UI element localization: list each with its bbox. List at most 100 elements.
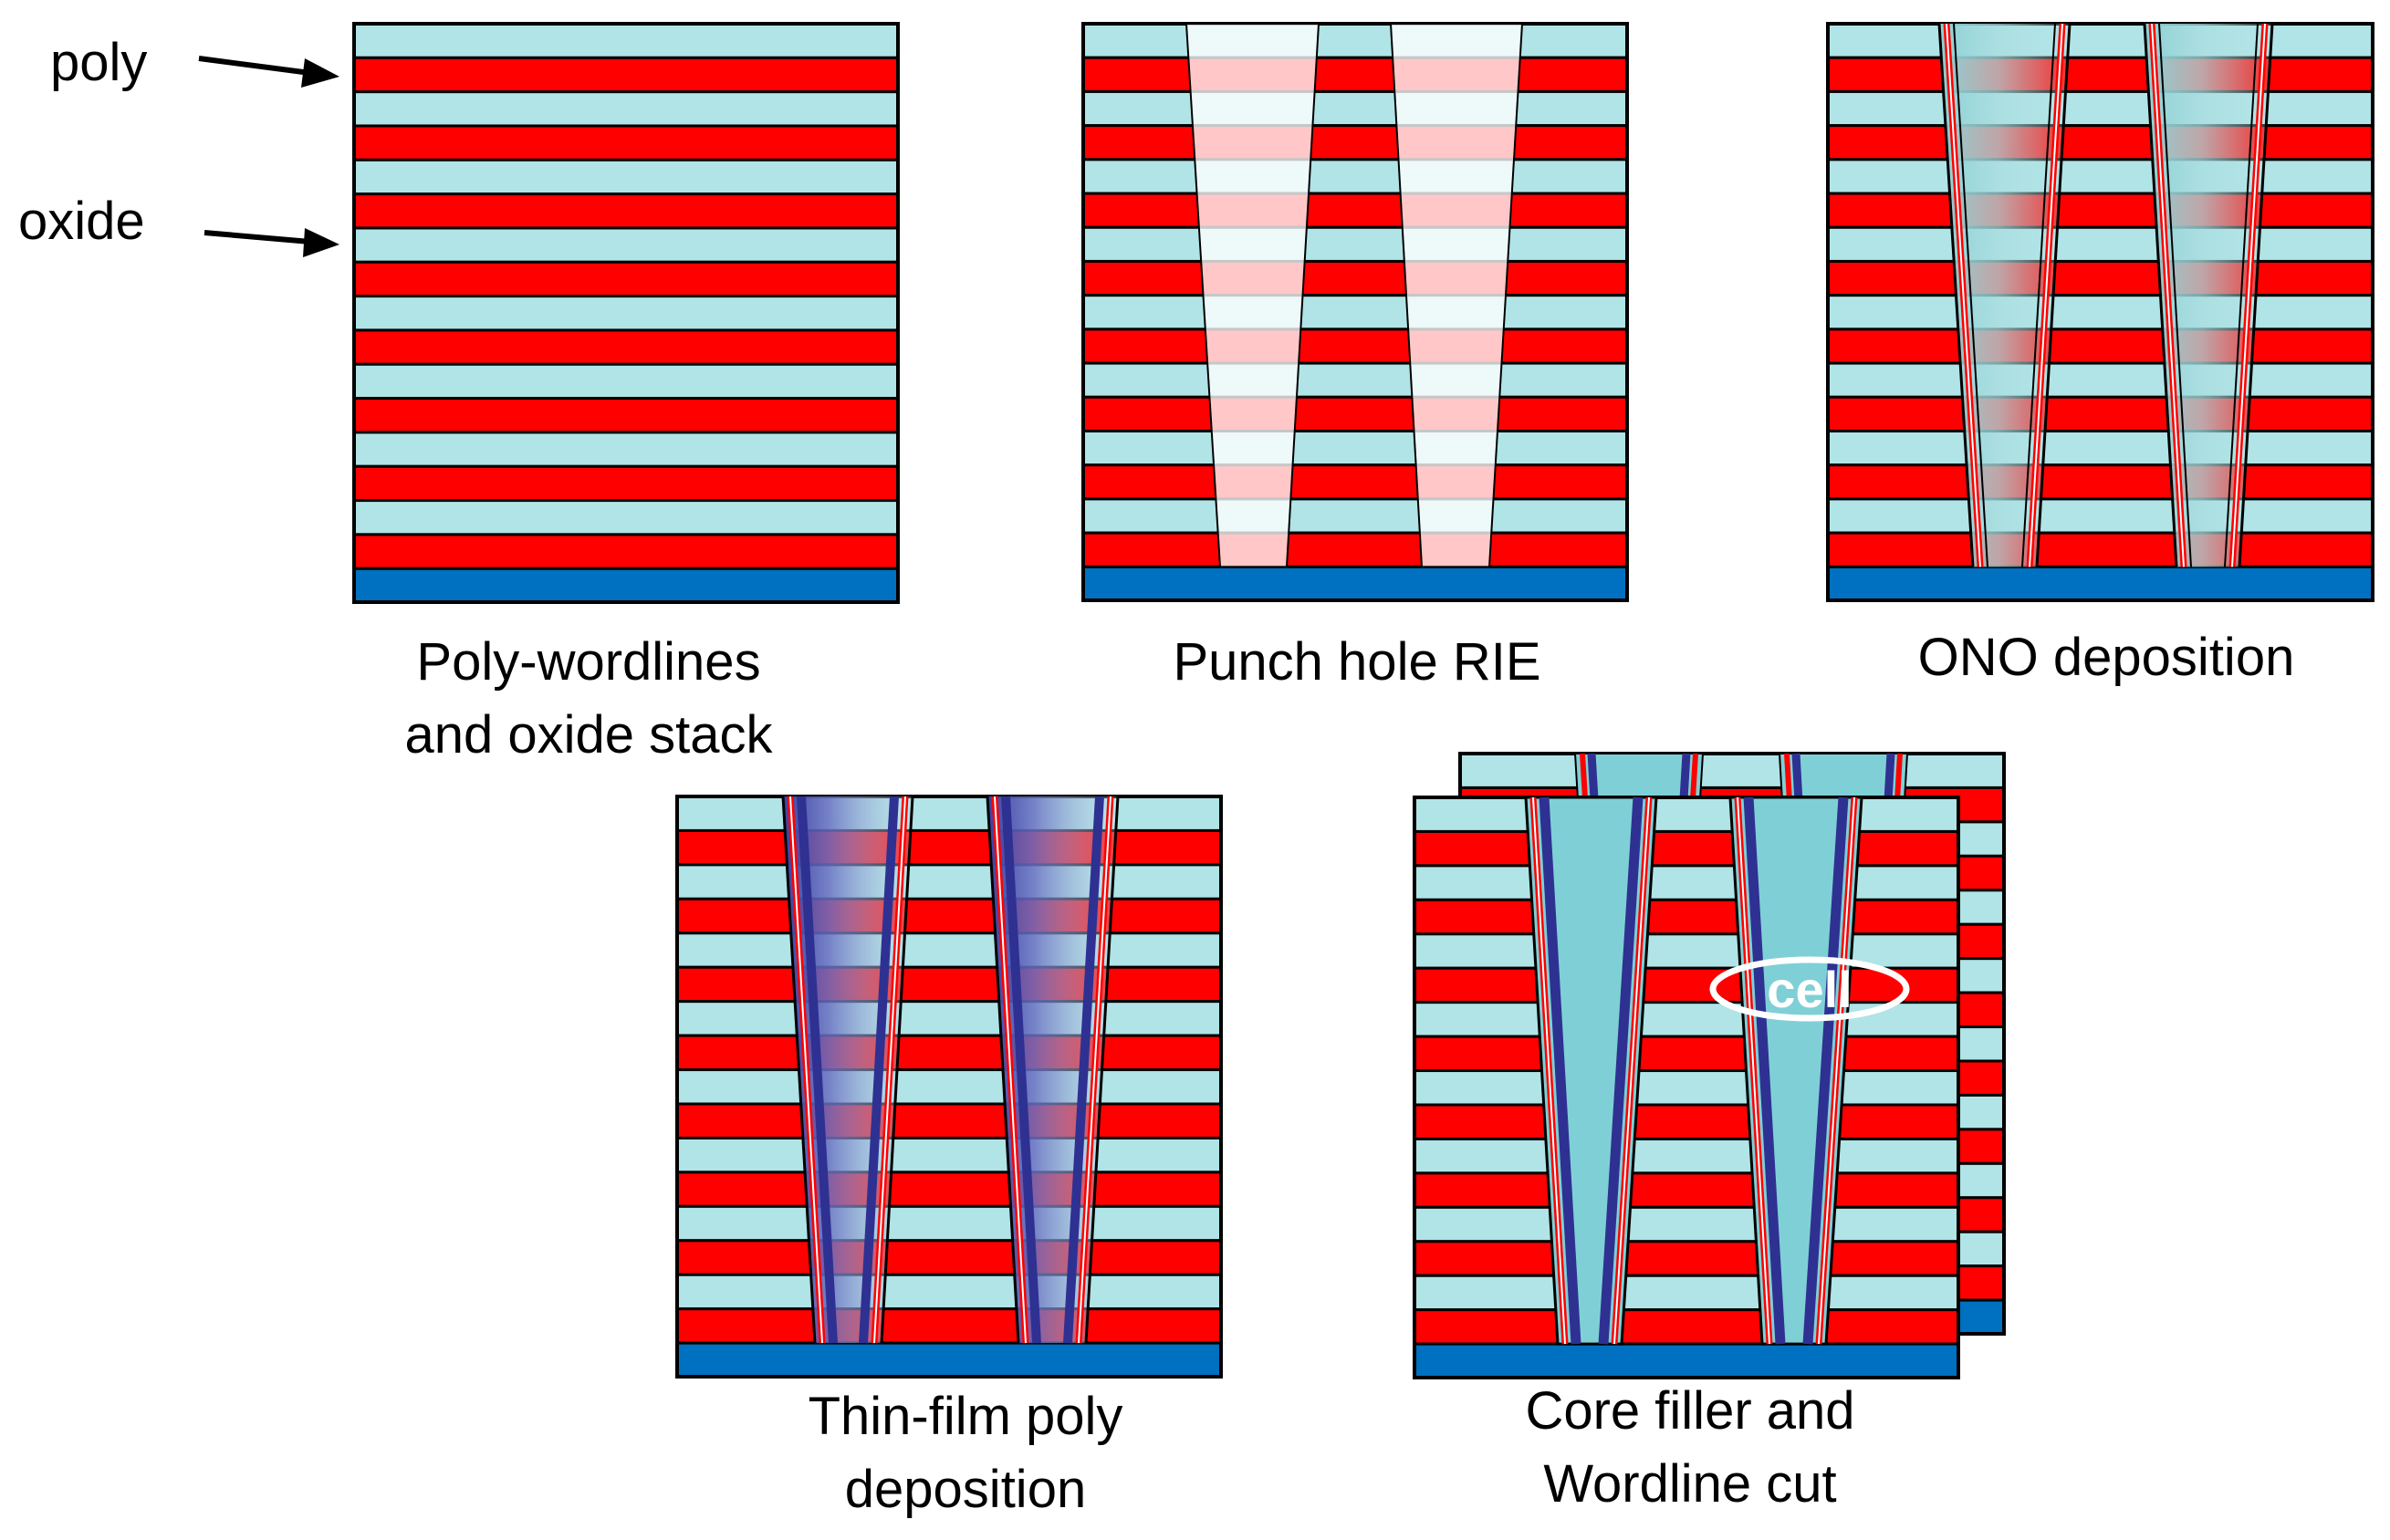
tfpoly-channel <box>797 796 838 1344</box>
ono-outline <box>1826 22 2374 602</box>
ono-poly-layer <box>1826 463 2374 501</box>
tfpoly-channel <box>1063 796 1104 1344</box>
caption-poly-line1: Thin-film poly <box>809 1387 1123 1446</box>
core-front-oxide-layer <box>1413 864 1960 901</box>
caption-poly-line2: deposition <box>845 1460 1086 1519</box>
ono-oxide-layer <box>1826 430 2374 467</box>
tfpoly-outline <box>675 795 1223 1379</box>
cell-callout: cell <box>1709 956 1910 1022</box>
ono-oxide-layer <box>1826 22 2374 59</box>
tfpoly-oxide-layer <box>675 1068 1223 1106</box>
tfpoly-poly-layer <box>675 1239 1223 1276</box>
core-front-poly-layer <box>1413 898 1960 936</box>
stack-oxide-layer <box>352 22 900 59</box>
cell-label: cell <box>1767 961 1852 1018</box>
tfpoly-wall <box>880 796 914 1344</box>
stack-poly-layer <box>352 397 900 434</box>
stack-poly-layer <box>352 533 900 570</box>
tfpoly-wall <box>1084 796 1120 1344</box>
caption-core-line1: Core filler and <box>1525 1381 1854 1441</box>
tfpoly-poly-layer <box>675 965 1223 1004</box>
ono-oxide-layer <box>1826 89 2374 128</box>
poly-label: poly <box>50 33 147 92</box>
panel-poly <box>675 795 1223 1379</box>
ono-poly-layer <box>1826 56 2374 93</box>
stack-poly-layer <box>352 328 900 366</box>
holes-poly-layer <box>1081 395 1629 433</box>
ono-inner-edge <box>1953 23 1988 567</box>
holes-oxide-layer <box>1081 430 1629 467</box>
ono-poly-layer <box>1826 328 2374 365</box>
ono-inner-edge <box>2224 23 2259 567</box>
stack-oxide-layer <box>352 431 900 468</box>
panels-layer <box>352 22 2374 1379</box>
oxide-arrow <box>204 228 339 257</box>
ono-liner-core <box>2231 23 2266 567</box>
stack-poly-layer <box>352 464 900 503</box>
tfpoly-oxide-layer <box>675 931 1223 969</box>
holes-poly-layer <box>1081 124 1629 161</box>
holes-poly-layer <box>1081 531 1629 568</box>
holes-poly-layer <box>1081 328 1629 365</box>
tfpoly-ono-core <box>994 796 1027 1344</box>
stack-oxide-layer <box>352 158 900 196</box>
holes-oxide-layer <box>1081 158 1629 195</box>
core-front-channel <box>1802 796 1849 1345</box>
core-front-oxide-layer <box>1413 1137 1960 1175</box>
tfpoly-poly-layer <box>675 1034 1223 1072</box>
cell-ring <box>1709 956 1910 1022</box>
ono-poly-layer <box>1826 124 2374 161</box>
stack-poly-layer <box>352 192 900 230</box>
ono-liner-core <box>2151 23 2185 567</box>
holes-oxide-layer <box>1081 497 1629 535</box>
ono-liner-core <box>1946 23 1981 567</box>
tfpoly-oxide-layer <box>675 1136 1223 1174</box>
tfpoly-poly-layer <box>675 828 1223 867</box>
holes-oxide-layer <box>1081 89 1629 128</box>
ono-poly-layer <box>1826 395 2374 433</box>
core-front-channel <box>1743 796 1786 1345</box>
holes-oxide-layer <box>1081 22 1629 59</box>
stack-oxide-layer <box>352 362 900 401</box>
panel-stack <box>352 22 900 604</box>
core-front-oxide-layer <box>1413 932 1960 970</box>
ono-oxide-layer <box>1826 225 2374 263</box>
caption-core-line2: Wordline cut <box>1543 1454 1836 1514</box>
core-front-substrate <box>1413 1342 1960 1379</box>
ono-oxide-layer <box>1826 294 2374 331</box>
core-front-channel <box>1598 796 1644 1345</box>
ono-wall <box>1937 23 1975 567</box>
caption-holes: Punch hole RIE <box>1173 632 1540 692</box>
holes-poly-layer <box>1081 56 1629 93</box>
holes-oxide-layer <box>1081 294 1629 331</box>
stack-oxide-layer <box>352 226 900 264</box>
core-front-channel <box>1539 796 1581 1345</box>
tfpoly-ono-core <box>789 796 823 1344</box>
ono-inner-edge <box>2158 23 2192 567</box>
core-front-poly-layer <box>1413 1103 1960 1140</box>
tfpoly-oxide-layer <box>675 863 1223 900</box>
core-front-poly-layer <box>1413 1171 1960 1209</box>
poly-arrow <box>198 56 339 88</box>
ono-poly-layer <box>1826 531 2374 568</box>
stack-outline <box>352 22 900 604</box>
holes-oxide-layer <box>1081 361 1629 399</box>
ono-oxide-layer <box>1826 497 2374 535</box>
stack-oxide-layer <box>352 295 900 332</box>
caption-stack-line2: and oxide stack <box>404 705 773 765</box>
punch-hole-2 <box>1389 23 1524 568</box>
stack-substrate <box>352 567 900 604</box>
stack-poly-layer <box>352 124 900 161</box>
tfpoly-wall <box>781 796 817 1344</box>
panel-core <box>1413 752 2006 1379</box>
punch-hole-1 <box>1185 23 1320 568</box>
core-front-poly-layer <box>1413 829 1960 868</box>
tfpoly-oxide-layer <box>675 1000 1223 1037</box>
core-front-oxide-layer <box>1413 796 1960 833</box>
ono-liner-core <box>2029 23 2063 567</box>
holes-oxide-layer <box>1081 225 1629 263</box>
holes-poly-layer <box>1081 259 1629 297</box>
core-front-oxide-layer <box>1413 1274 1960 1312</box>
stack-poly-layer <box>352 260 900 298</box>
